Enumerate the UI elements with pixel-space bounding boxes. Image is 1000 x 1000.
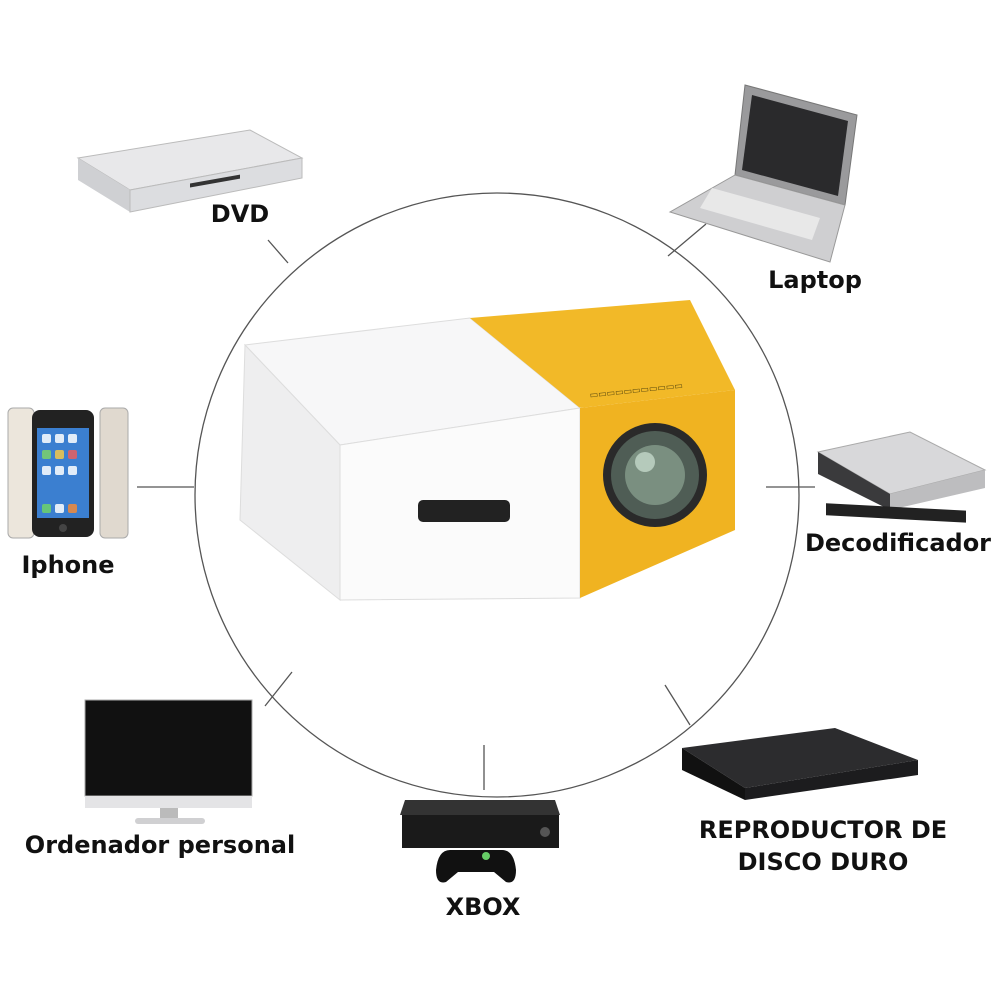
hdd-player-image [682, 728, 918, 800]
decoder-image [816, 431, 987, 523]
connector-dvd [267, 239, 289, 264]
xbox-image [400, 800, 560, 883]
connector-laptop [667, 223, 707, 257]
laptop-image [668, 84, 858, 263]
label-hdd-line1: REPRODUCTOR DE [698, 816, 948, 844]
projector-image: ▭▭▭▭▭▭▭▭▭▭▭ [239, 300, 735, 602]
monitor-image [84, 699, 253, 824]
label-laptop: Laptop [768, 266, 862, 294]
label-hdd-line2: DISCO DURO [737, 848, 909, 876]
label-dvd: DVD [210, 200, 270, 228]
label-iphone: Iphone [21, 551, 115, 579]
connector-hdd [664, 684, 691, 726]
label-xbox: XBOX [445, 893, 521, 921]
dvd-player-image [76, 129, 304, 213]
connector-pc [264, 671, 293, 707]
label-hdd: REPRODUCTOR DE DISCO DURO [699, 814, 947, 878]
label-decoder: Decodificador [804, 529, 992, 557]
center-circle [194, 192, 800, 798]
label-pc: Ordenador personal [24, 831, 296, 859]
iphone-image [7, 407, 129, 539]
